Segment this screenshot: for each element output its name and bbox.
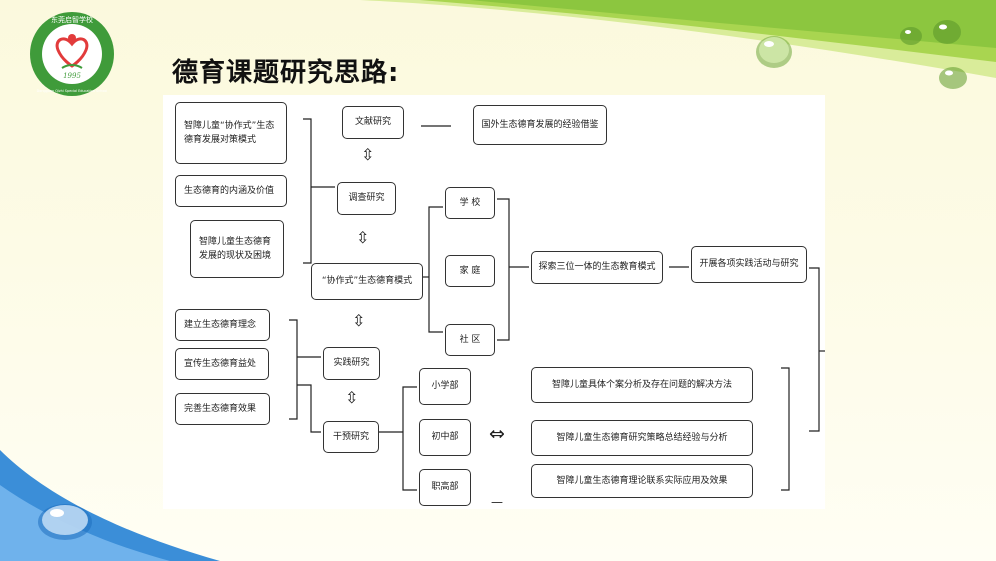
school-logo: 东莞启智学校 1995 Dongguan Qizhi Special Educa… [30,12,114,96]
node-junior-dept: 初中部 [419,419,471,456]
node-left2: 生态德育的内涵及价值 [175,175,287,207]
node-literature-research: 文献研究 [342,106,404,139]
logo-en-text: Dongguan Qizhi Special Education School [37,89,108,93]
node-survey-research: 调查研究 [337,182,396,215]
logo-year: 1995 [63,72,81,80]
connector-lines [289,118,825,491]
node-collaborative-model: “协作式”生态德育模式 [311,263,423,300]
node-family: 家 庭 [445,255,495,287]
updown-arrow-icon: ⇳ [361,145,375,164]
water-drop-icon [939,67,967,89]
water-drop-icon [900,27,922,45]
node-school: 学 校 [445,187,495,219]
node-community: 社 区 [445,324,495,356]
node-left6: 完善生态德育效果 [175,393,270,425]
node-strategy-summary: 智障儿童生态德育研究策略总结经验与分析 [531,420,753,456]
water-drop-icon [933,20,961,44]
green-swoosh-decoration [360,0,996,78]
node-practice-activities: 开展各项实践活动与研究 [691,246,807,283]
updown-arrow-icon: ⇳ [345,388,359,407]
node-vocational-dept: 职高部 [419,469,471,506]
node-foreign-experience: 国外生态德育发展的经验借鉴 [473,105,607,145]
node-practice-research: 实践研究 [323,347,380,380]
updown-arrow-icon: ⇳ [352,311,366,330]
node-left4: 建立生态德育理念 [175,309,270,341]
node-theory-application: 智障儿童生态德育理论联系实际应用及效果 [531,464,753,498]
node-trinity-model: 探索三位一体的生态教育模式 [531,251,663,284]
page-title: 德育课题研究思路: [172,58,400,88]
logo-arc-text: 东莞启智学校 [51,15,93,24]
dash-mark: — [491,495,503,509]
node-intervention-research: 干预研究 [323,421,379,453]
water-drop-icon [38,504,92,540]
research-flowchart: 智障儿童“协作式”生态德育发展对策模式 生态德育的内涵及价值 智障儿童生态德育发… [163,95,825,509]
node-case-analysis: 智障儿童具体个案分析及存在问题的解决方法 [531,367,753,403]
node-primary-dept: 小学部 [419,368,471,405]
node-left3: 智障儿童生态德育发展的现状及困境 [190,220,284,278]
updown-arrow-icon: ⇳ [356,228,370,247]
node-left5: 宣传生态德育益处 [175,348,269,380]
node-left1: 智障儿童“协作式”生态德育发展对策模式 [175,102,287,164]
water-drop-icon [756,36,792,68]
leftright-arrow-icon: ⇔ [489,423,505,445]
